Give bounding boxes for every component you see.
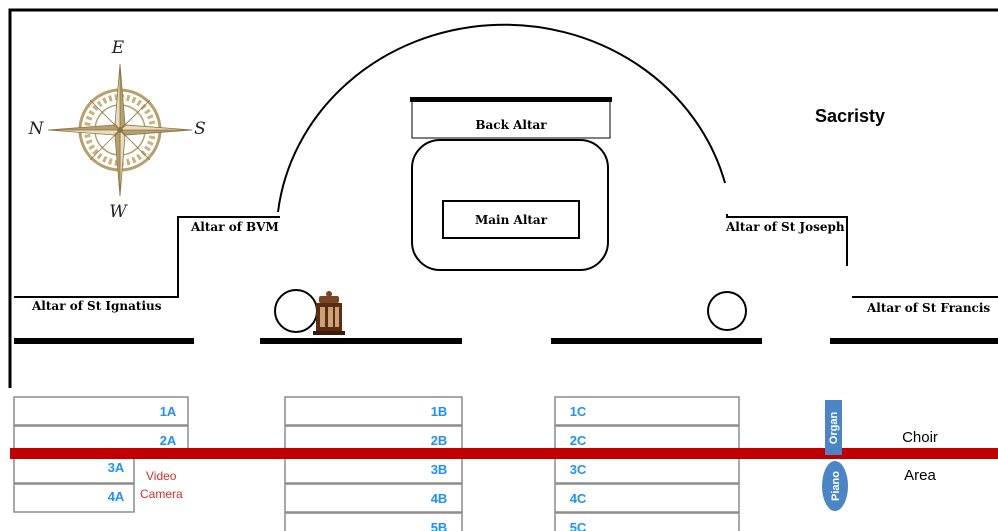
main-altar-label: Main Altar (475, 213, 548, 227)
altar-st-joseph-label: Altar of St Joseph (725, 220, 845, 234)
pew-3c (554, 454, 740, 484)
back-altar: Back Altar (410, 97, 612, 139)
pew-label-3b: 3B (431, 462, 448, 477)
altar-st-francis-label: Altar of St Francis (866, 301, 990, 315)
camera-label: Camera (140, 487, 183, 501)
compass-south-label: S (194, 119, 206, 139)
compass-north-label: N (28, 119, 45, 139)
piano: Piano (822, 461, 848, 511)
choir-label: Choir (902, 429, 938, 446)
pew-label-2a: 2A (160, 433, 177, 448)
pew-5c (554, 512, 740, 531)
pew-4c (554, 483, 740, 513)
pews-center (284, 396, 463, 531)
compass-rose-icon (47, 63, 193, 197)
pew-label-4c: 4C (570, 491, 587, 506)
pew-label-1c: 1C (570, 404, 587, 419)
pew-1c (554, 396, 740, 426)
pew-label-1b: 1B (431, 404, 448, 419)
pew-1a (13, 396, 189, 426)
pew-label-5b: 5B (431, 520, 448, 531)
pew-label-2b: 2B (431, 433, 448, 448)
pillar-right (707, 291, 747, 331)
compass-west-label: W (109, 202, 128, 222)
pew-label-3c: 3C (570, 462, 587, 477)
pew-label-5c: 5C (570, 520, 587, 531)
piano-label: Piano (830, 471, 842, 501)
altar-bvm-label: Altar of BVM (190, 220, 279, 234)
red-band (10, 448, 998, 459)
apse-arc (277, 23, 726, 213)
communion-rail (14, 338, 998, 344)
pew-label-4b: 4B (431, 491, 448, 506)
pew-label-3a: 3A (108, 460, 125, 475)
altar-st-ignatius-label: Altar of St Ignatius (31, 299, 162, 313)
pillar-left (274, 289, 318, 333)
pew-label-2c: 2C (570, 433, 587, 448)
main-altar: Main Altar (442, 200, 580, 239)
sacristy-label: Sacristy (815, 106, 885, 126)
lantern-icon (313, 291, 345, 335)
pew-5b (284, 512, 463, 531)
altar-platform (411, 139, 609, 271)
pew-1b (284, 396, 463, 426)
organ: Organ (825, 400, 842, 455)
pew-3b (284, 454, 463, 484)
pew-label-4a: 4A (108, 489, 125, 504)
outer-wall (8, 8, 998, 388)
organ-label: Organ (828, 412, 840, 445)
pew-4a (13, 483, 135, 513)
pew-label-1a: 1A (160, 404, 177, 419)
pew-4b (284, 483, 463, 513)
back-altar-label: Back Altar (475, 118, 547, 132)
compass-east-label: E (111, 38, 125, 58)
area-label: Area (904, 467, 936, 484)
video-label: Video (146, 469, 177, 483)
sanctuary-steps (14, 214, 998, 298)
